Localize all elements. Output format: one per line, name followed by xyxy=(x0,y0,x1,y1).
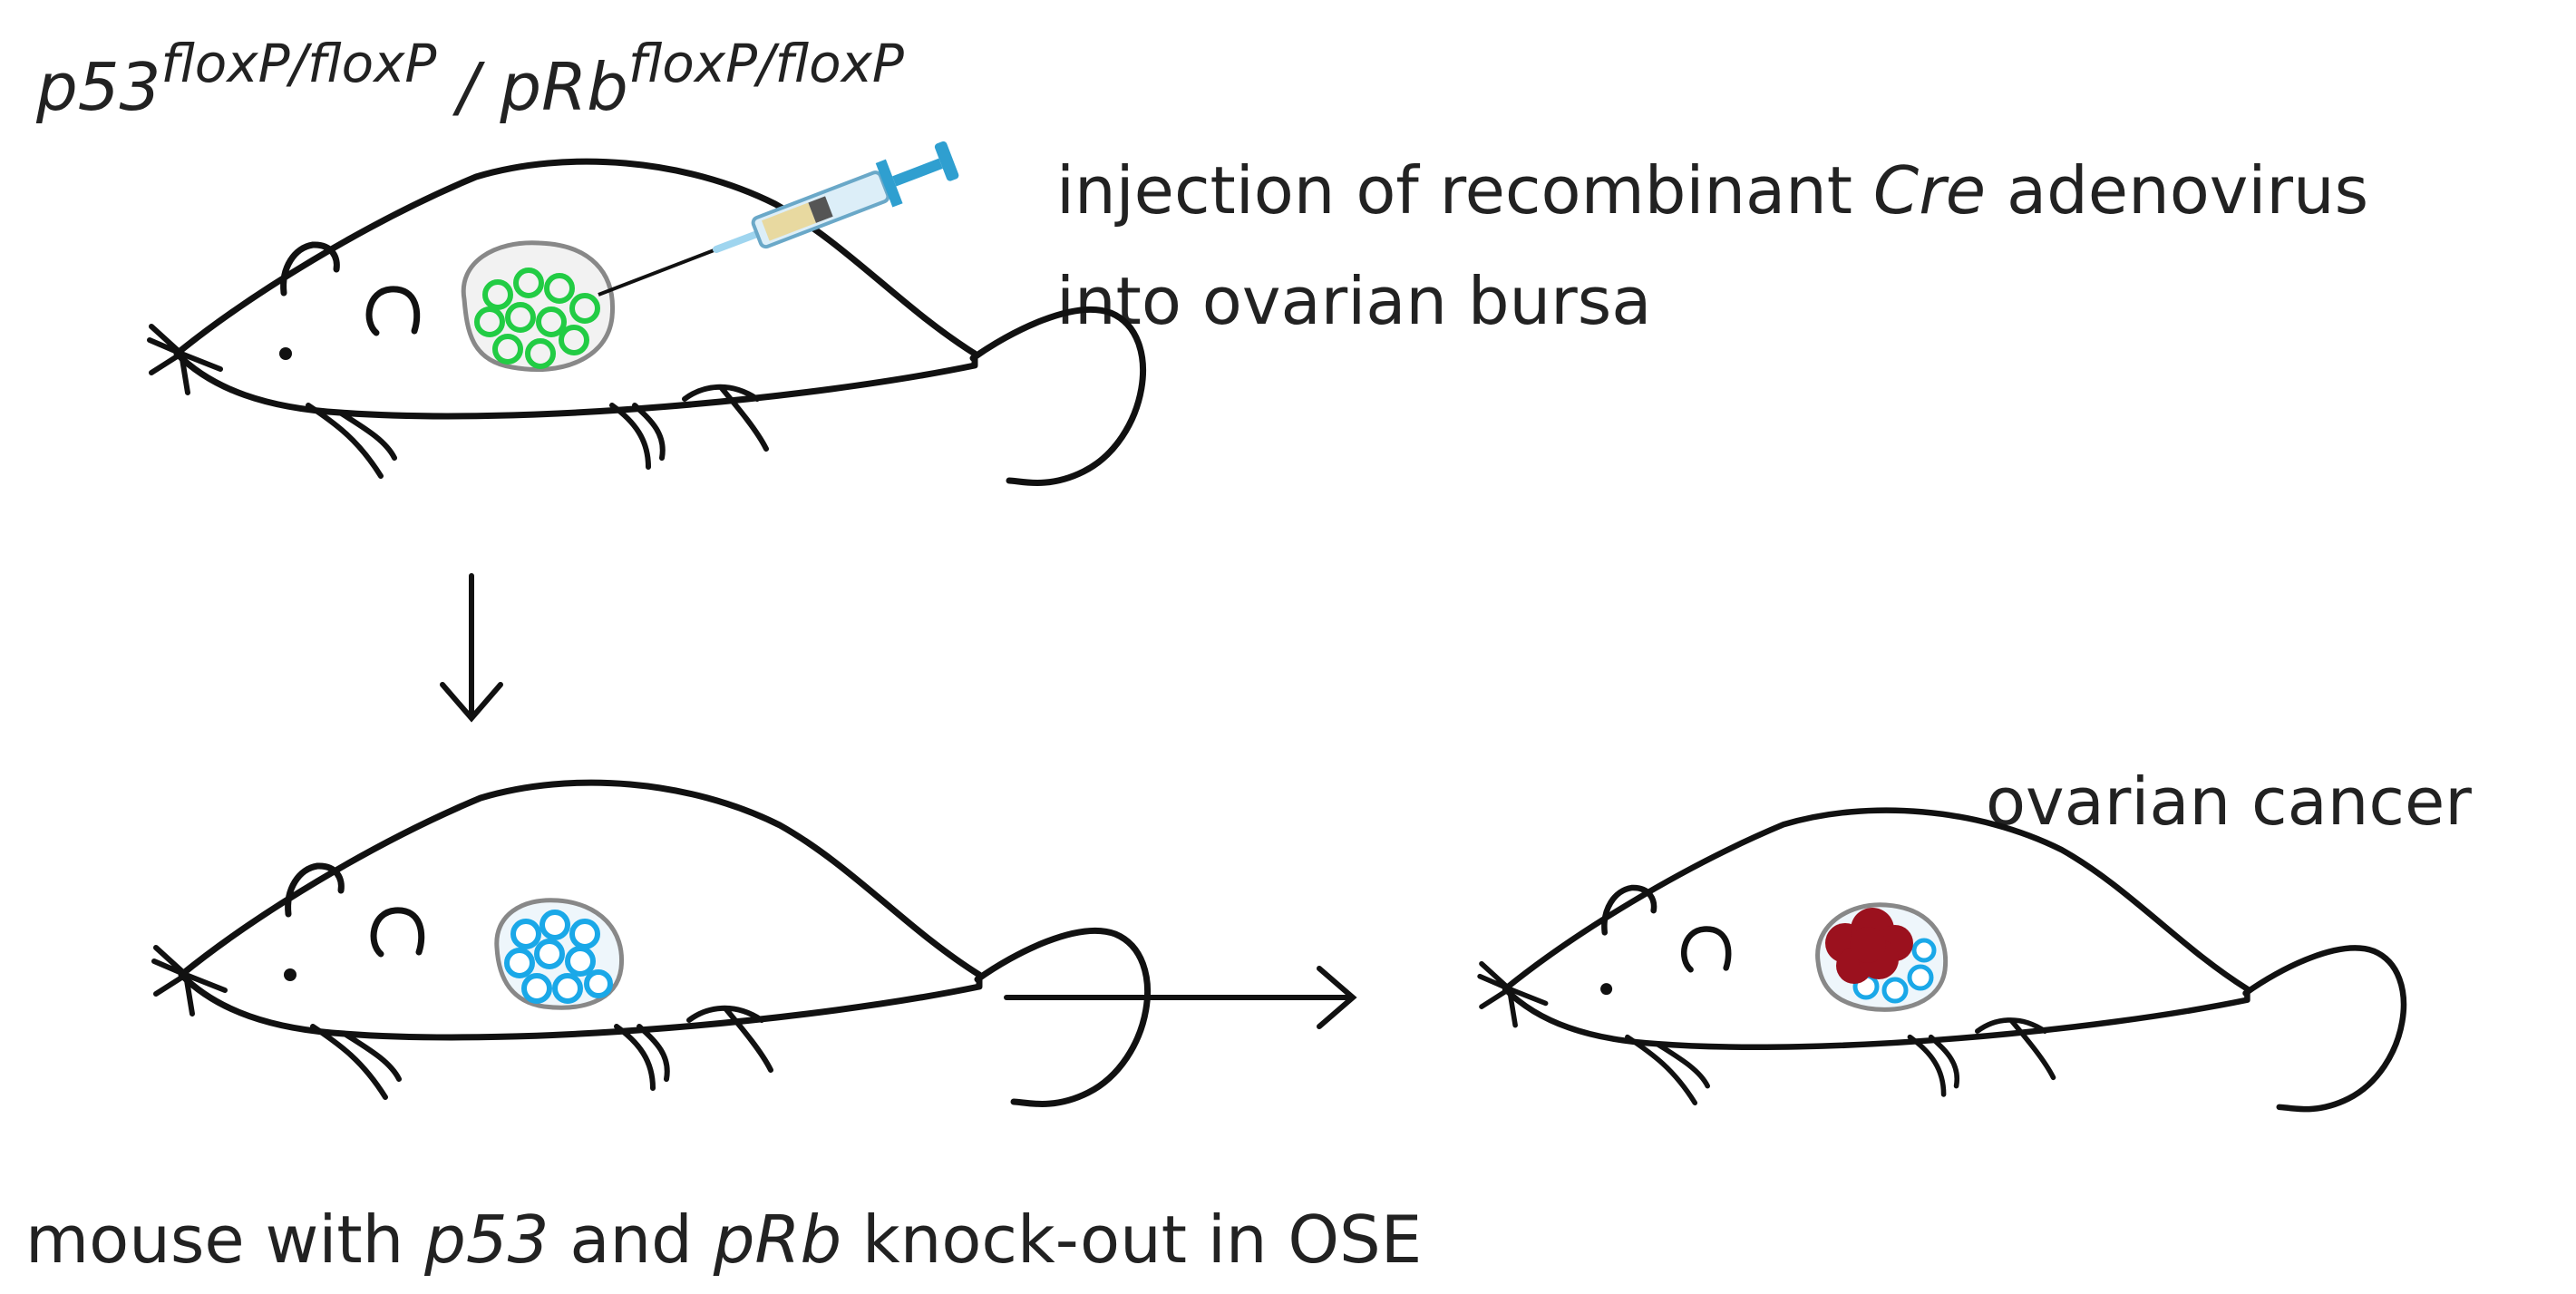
caption-part1: mouse with xyxy=(25,1202,425,1278)
ovary-tumor xyxy=(1815,902,1949,1012)
p53-allele-superscript: floxP/floxP xyxy=(160,33,437,94)
mouse-top xyxy=(150,161,1143,482)
bottom-caption: mouse with p53 and pRb knock-out in OSE xyxy=(25,1202,1422,1278)
ovary-normal xyxy=(461,240,616,373)
down-arrow-icon xyxy=(440,573,503,723)
caption-gene-prb: pRb xyxy=(713,1202,842,1278)
injection-label-line2: into ovarian bursa xyxy=(1056,263,1652,339)
remaining-knockout-cells xyxy=(1852,938,1937,1004)
genotype-label: p53floxP/floxP / pRbfloxP/floxP xyxy=(36,33,904,125)
gene-prb-label: pRb xyxy=(500,49,628,125)
mouse-knockout xyxy=(154,783,1148,1104)
caption-gene-p53: p53 xyxy=(424,1202,549,1278)
genotype-separator: / xyxy=(436,49,501,125)
cre-italic-text: Cre xyxy=(1872,152,1987,229)
injection-text-pre: injection of recombinant xyxy=(1056,152,1873,229)
right-arrow-icon xyxy=(1004,966,1357,1029)
injection-label-line1: injection of recombinant Cre adenovirus xyxy=(1056,152,2368,229)
knockout-cells xyxy=(504,910,613,1004)
syringe-icon xyxy=(598,141,959,297)
gene-p53-label: p53 xyxy=(36,49,161,125)
injection-text-post: adenovirus xyxy=(1986,152,2369,229)
tumor-mass xyxy=(1825,908,1913,984)
caption-part3: knock-out in OSE xyxy=(841,1202,1423,1278)
prb-allele-superscript: floxP/floxP xyxy=(627,33,904,94)
ovary-knockout xyxy=(494,898,625,1010)
ovarian-cancer-label: ovarian cancer xyxy=(1986,764,2472,840)
normal-cells xyxy=(474,268,600,369)
caption-part2: and xyxy=(549,1202,714,1278)
